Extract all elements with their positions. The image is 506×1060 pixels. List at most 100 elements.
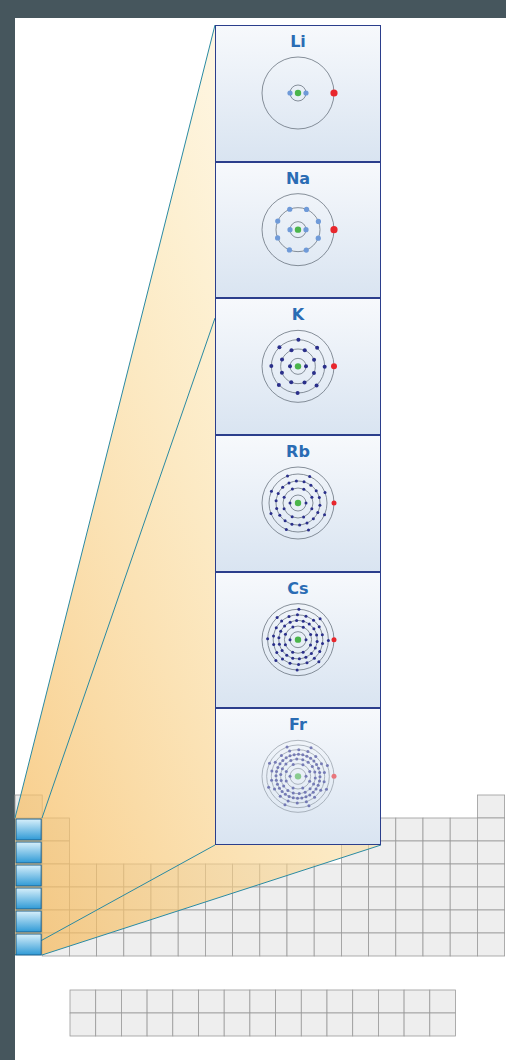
table-cell bbox=[396, 864, 423, 887]
element-box: Rb bbox=[215, 435, 381, 572]
atom-model bbox=[262, 740, 337, 812]
panel-ground bbox=[215, 435, 381, 572]
table-cell bbox=[341, 864, 368, 887]
table-cell bbox=[378, 1013, 404, 1036]
table-cell bbox=[314, 864, 341, 887]
table-cell bbox=[477, 818, 504, 841]
element-box: K bbox=[215, 298, 381, 435]
element-symbol: Cs bbox=[216, 580, 380, 598]
panel-grounds bbox=[215, 25, 381, 845]
table-cell bbox=[369, 887, 396, 910]
table-cell bbox=[353, 990, 379, 1013]
table-cell bbox=[396, 910, 423, 933]
table-cell bbox=[70, 1013, 96, 1036]
table-cell bbox=[423, 933, 450, 956]
table-cell bbox=[327, 990, 353, 1013]
table-cell bbox=[301, 1013, 327, 1036]
table-cell bbox=[396, 818, 423, 841]
dark-band bbox=[0, 0, 15, 1060]
table-cell bbox=[233, 910, 260, 933]
table-cell bbox=[199, 990, 225, 1013]
table-cell bbox=[287, 887, 314, 910]
table-cell bbox=[423, 818, 450, 841]
panel-ground bbox=[215, 25, 381, 162]
table-cell bbox=[224, 1013, 250, 1036]
table-cell bbox=[450, 841, 477, 864]
table-cell bbox=[396, 933, 423, 956]
table-cell bbox=[301, 990, 327, 1013]
panel-ground bbox=[215, 572, 381, 709]
table-cell bbox=[423, 910, 450, 933]
alkali-cell bbox=[16, 934, 41, 955]
element-symbol: Na bbox=[216, 170, 380, 188]
table-cell bbox=[404, 990, 430, 1013]
table-cell bbox=[260, 910, 287, 933]
table-cell bbox=[341, 887, 368, 910]
table-cell bbox=[178, 910, 205, 933]
table-cell bbox=[423, 887, 450, 910]
element-symbol: Fr bbox=[216, 716, 380, 734]
table-cell bbox=[314, 933, 341, 956]
alkali-cell bbox=[16, 865, 41, 886]
table-cell bbox=[260, 933, 287, 956]
table-cell bbox=[147, 1013, 173, 1036]
table-cell bbox=[173, 990, 199, 1013]
alkali-cell bbox=[16, 911, 41, 932]
element-symbol: K bbox=[216, 306, 380, 324]
table-cell bbox=[477, 841, 504, 864]
table-cell bbox=[260, 887, 287, 910]
table-cell bbox=[147, 990, 173, 1013]
atom-model bbox=[262, 57, 338, 129]
table-cell bbox=[341, 933, 368, 956]
table-cell bbox=[353, 1013, 379, 1036]
table-cell bbox=[287, 910, 314, 933]
zoom-fan bbox=[15, 25, 381, 955]
element-box: Li bbox=[215, 25, 381, 162]
alkali-cell bbox=[16, 888, 41, 909]
table-cell bbox=[423, 864, 450, 887]
dark-band bbox=[0, 0, 506, 18]
table-cell bbox=[173, 1013, 199, 1036]
table-cell bbox=[314, 887, 341, 910]
table-cell bbox=[423, 841, 450, 864]
element-box: Cs bbox=[215, 572, 381, 709]
table-cell bbox=[450, 910, 477, 933]
table-cell bbox=[287, 933, 314, 956]
table-cell bbox=[404, 1013, 430, 1036]
table-cell bbox=[477, 864, 504, 887]
table-cell bbox=[327, 1013, 353, 1036]
table-cell bbox=[450, 887, 477, 910]
table-cell bbox=[205, 933, 232, 956]
table-cell bbox=[124, 933, 151, 956]
table-cell bbox=[477, 933, 504, 956]
table-cell bbox=[224, 990, 250, 1013]
alkali-column bbox=[16, 819, 41, 955]
table-cell bbox=[276, 990, 302, 1013]
table-cell bbox=[250, 1013, 276, 1036]
table-cell bbox=[477, 887, 504, 910]
element-symbol: Rb bbox=[216, 443, 380, 461]
table-cell bbox=[369, 910, 396, 933]
table-cell bbox=[250, 990, 276, 1013]
table-cell bbox=[430, 1013, 456, 1036]
table-cell bbox=[341, 910, 368, 933]
panel-ground bbox=[215, 162, 381, 299]
table-cell bbox=[314, 910, 341, 933]
element-box: Fr bbox=[215, 708, 381, 845]
atom-model bbox=[262, 194, 338, 266]
table-cell bbox=[121, 1013, 147, 1036]
panel-ground bbox=[215, 298, 381, 435]
alkali-cell bbox=[16, 819, 41, 840]
table-cell bbox=[396, 841, 423, 864]
panel-ground bbox=[215, 708, 381, 845]
table-cell bbox=[450, 818, 477, 841]
table-cell bbox=[96, 990, 122, 1013]
table-cell bbox=[121, 990, 147, 1013]
table-cell bbox=[96, 1013, 122, 1036]
table-cell bbox=[276, 1013, 302, 1036]
table-cell bbox=[450, 933, 477, 956]
atom-model bbox=[262, 330, 337, 402]
